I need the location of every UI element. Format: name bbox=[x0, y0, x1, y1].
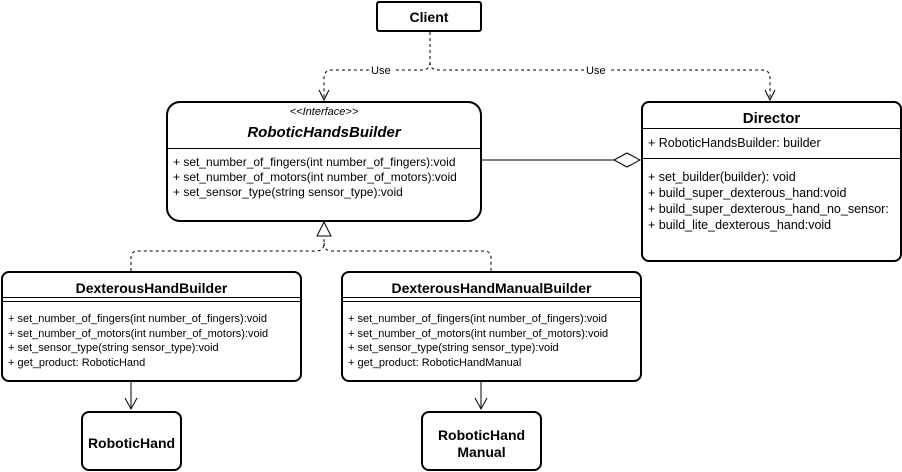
manual-builder-op: + set_number_of_motors(int number_of_mot… bbox=[348, 327, 609, 340]
manual-builder-op: + get_product: RoboticHandManual bbox=[348, 356, 522, 369]
dexterous-builder-title: DexterousHandBuilder bbox=[75, 280, 228, 296]
director-operations: + set_builder(builder): void + build_sup… bbox=[648, 169, 889, 233]
use-label-right: Use bbox=[584, 65, 608, 77]
client-box[interactable]: Client bbox=[376, 1, 482, 32]
director-op: + build_lite_dexterous_hand:void bbox=[648, 218, 832, 232]
interface-op: + set_sensor_type(string sensor_type):vo… bbox=[173, 185, 403, 199]
manual-builder-op: + set_number_of_fingers(int number_of_fi… bbox=[348, 313, 607, 325]
client-to-director-dependency bbox=[429, 61, 771, 100]
interface-box[interactable]: <<Interface>> RoboticHandsBuilder + set_… bbox=[166, 101, 482, 222]
manual-builder-title: DexterousHandManualBuilder bbox=[391, 280, 592, 296]
interface-title: RoboticHandsBuilder bbox=[247, 124, 401, 141]
dexterous-builder-op: + set_number_of_fingers(int number_of_fi… bbox=[8, 313, 267, 325]
dexterous-builder-op: + get_product: RoboticHand bbox=[8, 356, 146, 369]
interface-op: + set_number_of_fingers(int number_of_fi… bbox=[173, 155, 456, 169]
director-attributes: + RoboticHandsBuilder: builder bbox=[648, 136, 821, 151]
interface-stereotype: <<Interface>> bbox=[289, 106, 359, 118]
interface-op: + set_number_of_motors(int number_of_mot… bbox=[173, 170, 457, 184]
director-op: + build_super_dexterous_hand_no_sensor: bbox=[648, 202, 889, 216]
realization-dexterous bbox=[130, 236, 325, 271]
director-box[interactable]: Director + RoboticHandsBuilder: builder … bbox=[641, 101, 902, 262]
director-title: Director bbox=[742, 110, 801, 127]
dexterous-builder-operations: + set_number_of_fingers(int number_of_fi… bbox=[8, 312, 268, 370]
manual-builder-operations: + set_number_of_fingers(int number_of_fi… bbox=[348, 312, 608, 370]
director-op: + set_builder(builder): void bbox=[648, 170, 796, 184]
robotic-hand-title: RoboticHand bbox=[87, 435, 176, 451]
director-attribute: + RoboticHandsBuilder: builder bbox=[648, 136, 821, 150]
director-op: + build_super_dexterous_hand:void bbox=[648, 186, 847, 200]
robotic-hand-manual-box[interactable]: RoboticHand Manual bbox=[421, 411, 542, 471]
manual-builder-op: + set_sensor_type(string sensor_type):vo… bbox=[348, 342, 559, 354]
robotic-hand-manual-title-line1: RoboticHand bbox=[437, 427, 526, 443]
realization-manual bbox=[323, 242, 492, 271]
manual-builder-box[interactable]: DexterousHandManualBuilder + set_number_… bbox=[341, 271, 642, 382]
robotic-hand-manual-title-line2: Manual bbox=[457, 444, 506, 460]
client-to-interface-dependency bbox=[323, 32, 431, 100]
dexterous-builder-op: + set_number_of_motors(int number_of_mot… bbox=[8, 327, 269, 340]
aggregation-diamond bbox=[612, 152, 642, 168]
robotic-hand-box[interactable]: RoboticHand bbox=[81, 411, 182, 471]
dexterous-builder-box[interactable]: DexterousHandBuilder + set_number_of_fin… bbox=[1, 271, 302, 382]
robotic-hand-manual-title: RoboticHand Manual bbox=[423, 427, 540, 461]
dexterous-builder-op: + set_sensor_type(string sensor_type):vo… bbox=[8, 342, 219, 354]
use-label-left: Use bbox=[369, 65, 393, 77]
realization-triangle bbox=[316, 220, 332, 237]
client-title: Client bbox=[409, 9, 449, 25]
interface-operations: + set_number_of_fingers(int number_of_fi… bbox=[173, 155, 457, 200]
